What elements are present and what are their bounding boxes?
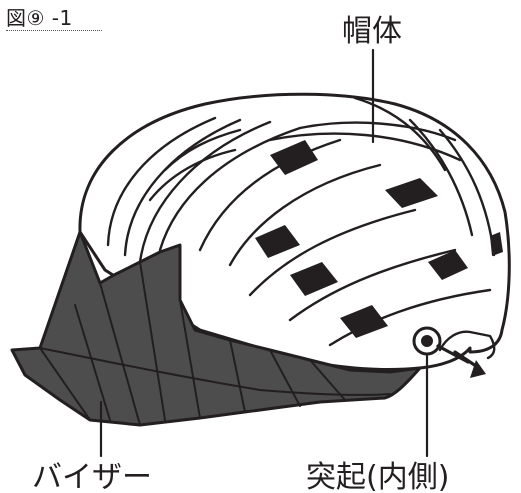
side-harness: [438, 330, 496, 360]
protrusion-label: 突起(内側): [306, 460, 450, 493]
shell-ribs: [106, 96, 496, 347]
arrow-right-down-icon: [436, 344, 486, 378]
visor: [10, 230, 422, 427]
figure-number: 図⑨ -1: [6, 6, 73, 30]
visor-creases: [39, 261, 391, 426]
visor-label: バイザー: [32, 460, 152, 493]
figure-number-underline: [6, 30, 102, 31]
vent-openings: [255, 140, 503, 338]
shell-label: 帽体: [342, 14, 402, 49]
protrusion-core: [421, 335, 433, 347]
